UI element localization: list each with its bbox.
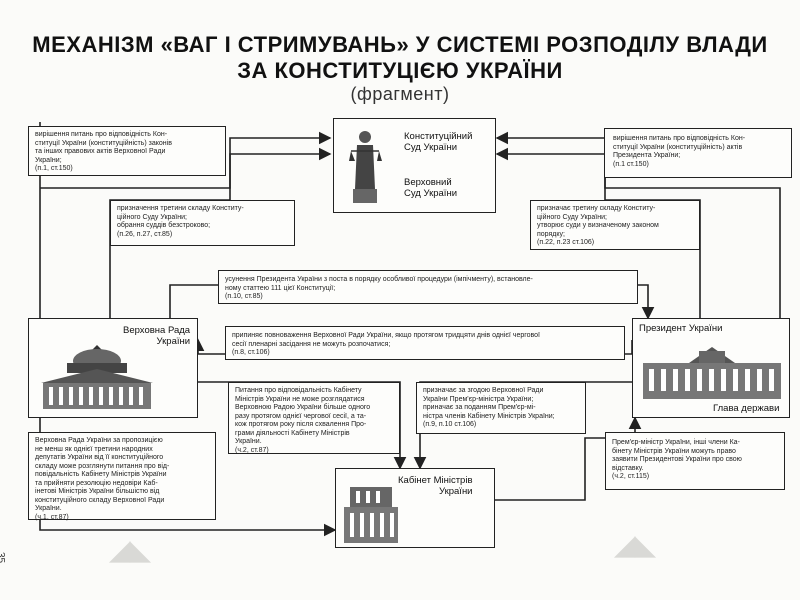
- page-subtitle: (фрагмент): [350, 84, 450, 104]
- parliament-building-icon: [37, 339, 157, 413]
- note-rada-cabinet-1: Питання про відповідальність Кабінету Мі…: [228, 382, 400, 454]
- note-president-rada: припиняє повноваження Верховної Ради Укр…: [225, 326, 625, 360]
- note-rada-cabinet-2: Верховна Рада України за пропозицією не …: [28, 432, 216, 521]
- note-president-cabinet: призначає за згодою Верховної Ради Украї…: [416, 382, 586, 434]
- president-palace-icon: [639, 339, 785, 401]
- president-box: Президент України Глава держави: [632, 318, 790, 418]
- note-rada-court-2: призначення третини складу Конститу- цій…: [110, 200, 295, 246]
- supreme-court-label: Верховний Суд України: [404, 177, 458, 199]
- verkhovna-rada-label: Верховна Рада України: [123, 325, 191, 347]
- note-rada-court-1: вирішення питань про відповідність Кон- …: [28, 126, 226, 176]
- head-of-state-label: Глава держави: [713, 403, 780, 414]
- note-president-court-2: призначає третину складу Конститу- ційно…: [530, 200, 700, 250]
- note-cabinet-president: Прем'єр-міністр України, інші члени Ка- …: [605, 432, 785, 490]
- page-number: 35: [0, 552, 6, 564]
- cabinet-label: Кабінет Міністрів України: [398, 475, 473, 497]
- note-president-court-1: вирішення питань про відповідність Кон- …: [604, 128, 792, 178]
- president-label: Президент України: [639, 323, 723, 334]
- background-watermark: ◢◣: [110, 535, 150, 565]
- background-watermark-2: ◢◣: [615, 530, 655, 560]
- court-box: Конституційний Суд України Верховний Суд…: [333, 118, 496, 213]
- note-rada-president: усунення Президента України з поста в по…: [218, 270, 638, 304]
- verkhovna-rada-box: Верховна Рада України: [28, 318, 198, 418]
- page-title: МЕХАНІЗМ «ВАГ І СТРИМУВАНЬ» У СИСТЕМІ РО…: [32, 32, 768, 57]
- constitutional-court-label: Конституційний Суд України: [404, 131, 473, 153]
- page-title-line2: ЗА КОНСТИТУЦІЄЮ УКРАЇНИ: [237, 58, 563, 83]
- themis-statue-icon: [348, 127, 382, 207]
- cabinet-box: Кабінет Міністрів України: [335, 468, 495, 548]
- cabinet-building-icon: [342, 481, 400, 545]
